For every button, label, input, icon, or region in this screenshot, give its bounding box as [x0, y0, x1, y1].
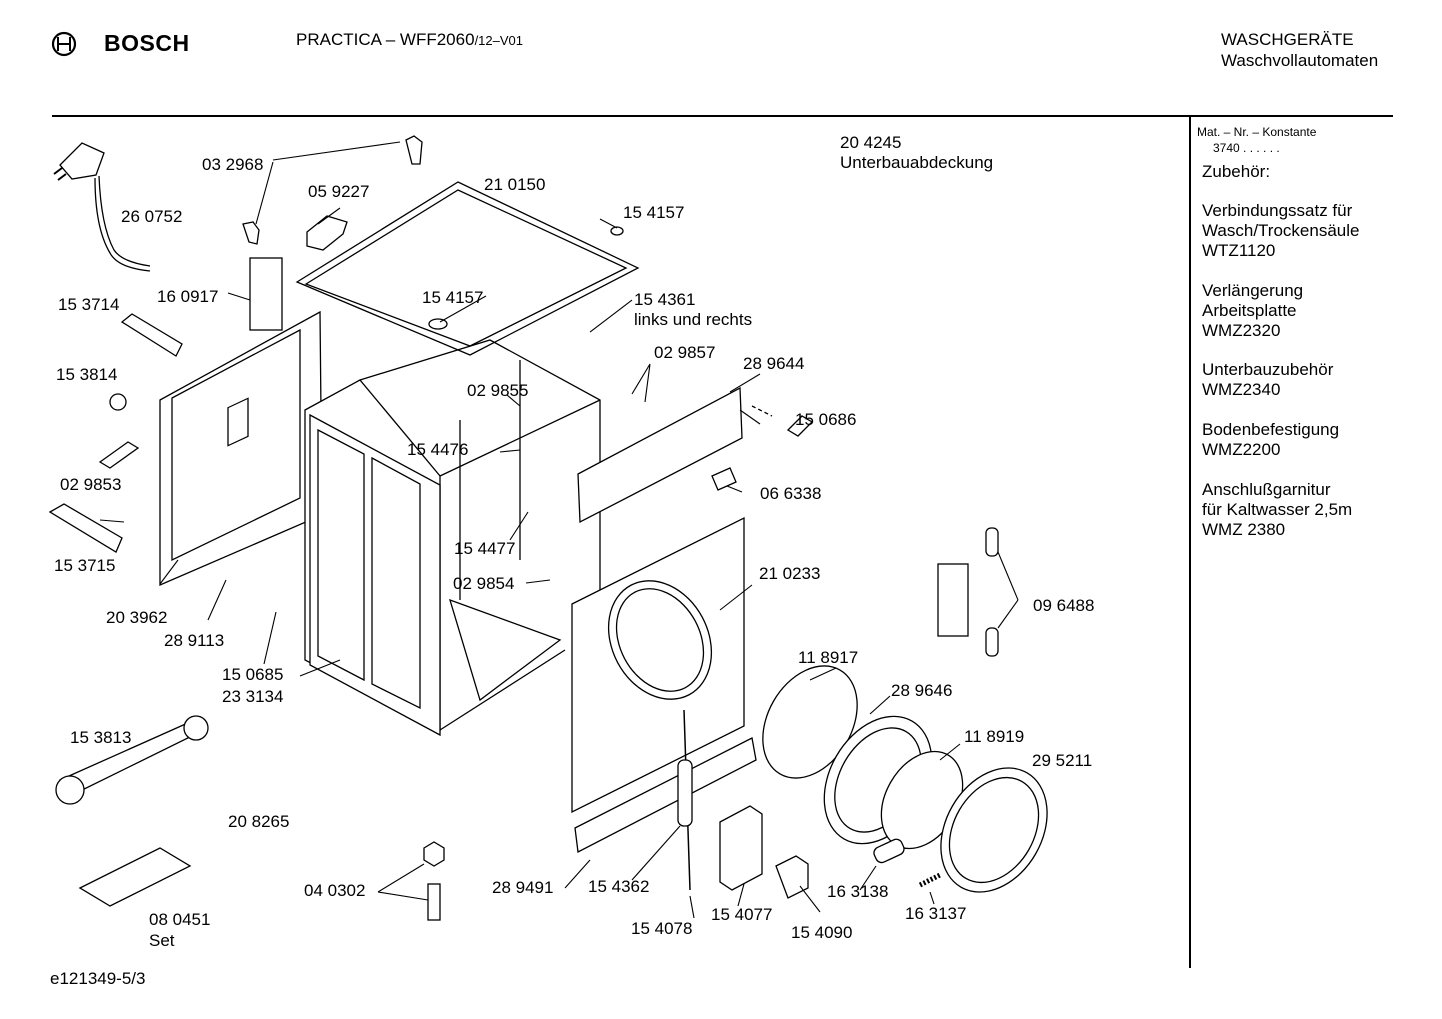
- part-label: 15 4078: [631, 919, 693, 938]
- subcategory-title: Waschvollautomaten: [1221, 51, 1379, 70]
- part-label: 15 0685: [222, 665, 284, 684]
- brand-name: BOSCH: [104, 30, 190, 56]
- part-label: 21 0233: [759, 564, 821, 583]
- part-label: 28 9644: [743, 354, 805, 373]
- part-label: 15 4477: [454, 539, 516, 558]
- part-label: 02 9854: [453, 574, 515, 593]
- part-label: 02 9853: [60, 475, 122, 494]
- accessory-line: Anschlußgarnitur: [1202, 480, 1331, 499]
- accessory-line: für Kaltwasser 2,5m: [1202, 500, 1353, 519]
- mat-number-value: 3740 . . . . . .: [1213, 141, 1280, 155]
- part-label: 08 0451: [149, 910, 211, 929]
- accessory-line: Arbeitsplatte: [1202, 301, 1297, 320]
- model-title: PRACTICA – WFF2060/12–V01: [296, 30, 523, 50]
- accessory-item: Verlängerung Arbeitsplatte WMZ2320: [1202, 281, 1392, 341]
- part-label: 28 9491: [492, 878, 554, 897]
- part-label: 15 3715: [54, 556, 116, 575]
- category-title: WASCHGERÄTE: [1221, 30, 1354, 49]
- mat-number-title: Mat. – Nr. – Konstante: [1197, 125, 1317, 139]
- part-label: 15 4090: [791, 923, 853, 942]
- accessory-code: WMZ2340: [1202, 380, 1281, 399]
- part-label: 09 6488: [1033, 596, 1095, 615]
- part-label: 05 9227: [308, 182, 370, 201]
- part-label: 03 2968: [202, 155, 264, 174]
- accessory-line: Verbindungssatz für: [1202, 201, 1353, 220]
- inlet-valve-part: [120, 313, 183, 357]
- part-label: 15 4157: [623, 203, 685, 222]
- accessory-line: Wasch/Trockensäule: [1202, 221, 1360, 240]
- part-label: 16 0917: [157, 287, 219, 306]
- part-label: 15 4077: [711, 905, 773, 924]
- part-label: 26 0752: [121, 207, 183, 226]
- door-lock-part: [719, 805, 763, 891]
- part-label: 15 4361: [634, 290, 696, 309]
- control-panel-frame-part: [577, 386, 743, 524]
- cabinet-frame-part: [359, 339, 601, 731]
- accessory-code: WMZ2200: [1202, 440, 1281, 459]
- accessory-item: Anschlußgarnitur für Kaltwasser 2,5m WMZ…: [1202, 480, 1392, 540]
- part-label: 06 6338: [760, 484, 822, 503]
- model-suffix: /12–V01: [474, 33, 523, 48]
- accessory-code: WMZ 2380: [1202, 520, 1286, 539]
- part-label: 29 5211: [1032, 751, 1093, 770]
- accessory-line: Unterbauzubehör: [1202, 360, 1334, 379]
- part-label: 16 3138: [827, 882, 889, 901]
- part-label: 23 3134: [222, 687, 284, 706]
- front-panel-part: [571, 516, 745, 814]
- rear-panel-part: [159, 310, 323, 586]
- side-panel-part: [304, 379, 441, 737]
- accessory-item: Verbindungssatz für Wasch/Trockensäule W…: [1202, 201, 1392, 261]
- handle-part: [306, 215, 348, 251]
- part-label: 15 0686: [795, 410, 857, 429]
- bracket-part: [249, 257, 283, 331]
- part-label: 28 9113: [164, 631, 225, 650]
- part-label: 20 8265: [228, 812, 290, 831]
- part-label: 02 9857: [654, 343, 716, 362]
- part-label: 15 4157: [422, 288, 484, 307]
- part-label: 15 3714: [58, 295, 120, 314]
- bolt-part: [427, 883, 441, 921]
- power-plug-part: [53, 142, 151, 272]
- accessory-item: Bodenbefestigung WMZ2200: [1202, 420, 1392, 460]
- part-label: 28 9646: [891, 681, 953, 700]
- nut-part: [423, 841, 445, 867]
- transport-bracket-part: [78, 847, 192, 907]
- leader-lines: [99, 141, 1019, 919]
- top-lid-part: [295, 181, 640, 356]
- part-label: 02 9855: [467, 381, 529, 400]
- part-label: 15 3813: [70, 728, 132, 747]
- accessory-code: WTZ1120: [1202, 241, 1276, 260]
- hinge-part: [937, 563, 969, 637]
- part-label: 20 3962: [106, 608, 168, 627]
- accessory-line: Bodenbefestigung: [1202, 420, 1340, 439]
- drawing-code: e121349-5/3: [50, 969, 146, 988]
- model-prefix: PRACTICA – WFF2060: [296, 30, 475, 49]
- drain-hose-part: [48, 503, 123, 553]
- part-label: 21 0150: [484, 175, 546, 194]
- part-label: 04 0302: [304, 881, 366, 900]
- part-label: 16 3137: [905, 904, 967, 923]
- part-label: 15 3814: [56, 365, 118, 384]
- part-label: 20 4245: [840, 133, 902, 152]
- part-label: 15 4476: [407, 440, 469, 459]
- part-label: 11 8919: [964, 727, 1025, 746]
- part-label: 15 4362: [588, 877, 650, 896]
- part-description: links und rechts: [634, 310, 753, 329]
- part-description: Set: [149, 931, 175, 950]
- part-label: 11 8917: [798, 648, 859, 667]
- accessories-title: Zubehör:: [1202, 162, 1271, 181]
- toe-strip-part: [574, 737, 757, 854]
- accessory-item: Unterbauzubehör WMZ2340: [1202, 360, 1392, 400]
- accessory-line: Verlängerung: [1202, 281, 1304, 300]
- accessory-code: WMZ2320: [1202, 321, 1281, 340]
- bosch-logo-icon: [51, 31, 77, 57]
- part-description: Unterbauabdeckung: [840, 153, 994, 172]
